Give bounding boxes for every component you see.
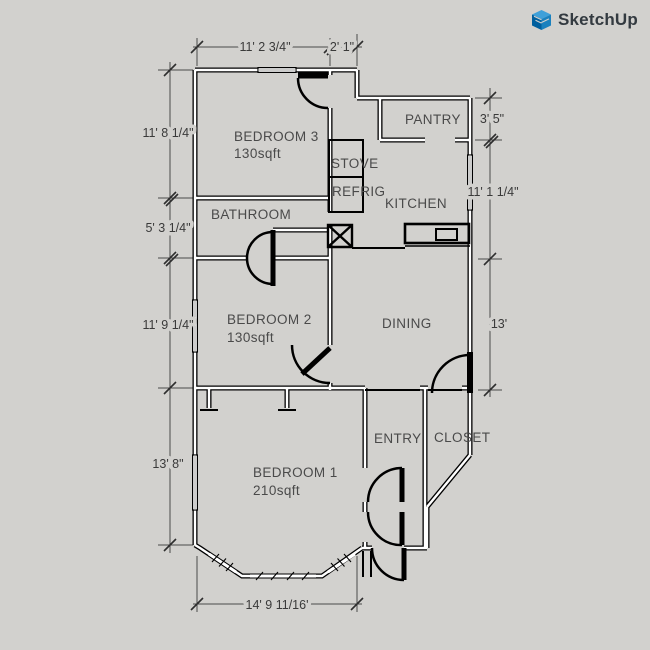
room-label-pantry: PANTRY (405, 112, 461, 127)
dim-top-offset: 2' 1" (330, 40, 354, 54)
sketchup-cube-icon (531, 10, 551, 30)
room-labels: BEDROOM 3 130sqft PANTRY STOVE REFRIG KI… (211, 112, 490, 498)
room-area-bedroom2: 130sqft (227, 330, 274, 345)
dim-bedroom1-height: 13' 8" (152, 457, 183, 471)
dim-bedroom2-height: 11' 9 1/4" (142, 318, 193, 332)
dim-kitchen-height: 11' 1 1/4" (467, 185, 518, 199)
dim-bathroom-height: 5' 3 1/4" (145, 221, 190, 235)
room-label-closet: CLOSET (434, 430, 490, 445)
room-area-bedroom3: 130sqft (234, 146, 281, 161)
kitchen-sink (435, 228, 458, 241)
bay-windows (208, 552, 356, 581)
kitchen-counter (403, 222, 471, 245)
room-label-bedroom1: BEDROOM 1 (253, 465, 338, 480)
dim-dining-height: 13' (491, 317, 507, 331)
kitchen-fixtures (326, 139, 471, 249)
room-label-kitchen: KITCHEN (385, 196, 447, 211)
room-label-refrig: REFRIG (332, 184, 385, 199)
windows (192, 66, 474, 581)
room-label-entry: ENTRY (374, 431, 422, 446)
dim-bottom-width: 14' 9 11/16' (246, 598, 309, 612)
sketchup-logo[interactable]: SketchUp (531, 9, 638, 31)
dim-top-width: 11' 2 3/4" (239, 40, 290, 54)
room-label-stove: STOVE (331, 156, 379, 171)
dim-bedroom3-height: 11' 8 1/4" (142, 126, 193, 140)
sketchup-logo-text: SketchUp (557, 10, 638, 29)
doors (245, 72, 473, 582)
shaft-x-box (326, 223, 354, 249)
dimension-labels: 11' 2 3/4" 2' 1" 3' 5" 11' 8 1/4" 11' 1 … (139, 37, 522, 616)
room-label-bedroom2: BEDROOM 2 (227, 312, 312, 327)
room-label-dining: DINING (382, 316, 432, 331)
refrig-box (328, 176, 364, 213)
room-label-bathroom: BATHROOM (211, 207, 291, 222)
dimension-lines (158, 34, 502, 612)
room-area-bedroom1: 210sqft (253, 483, 300, 498)
dim-pantry-height: 3' 5" (480, 112, 504, 126)
walls (192, 67, 473, 579)
room-label-bedroom3: BEDROOM 3 (234, 129, 319, 144)
